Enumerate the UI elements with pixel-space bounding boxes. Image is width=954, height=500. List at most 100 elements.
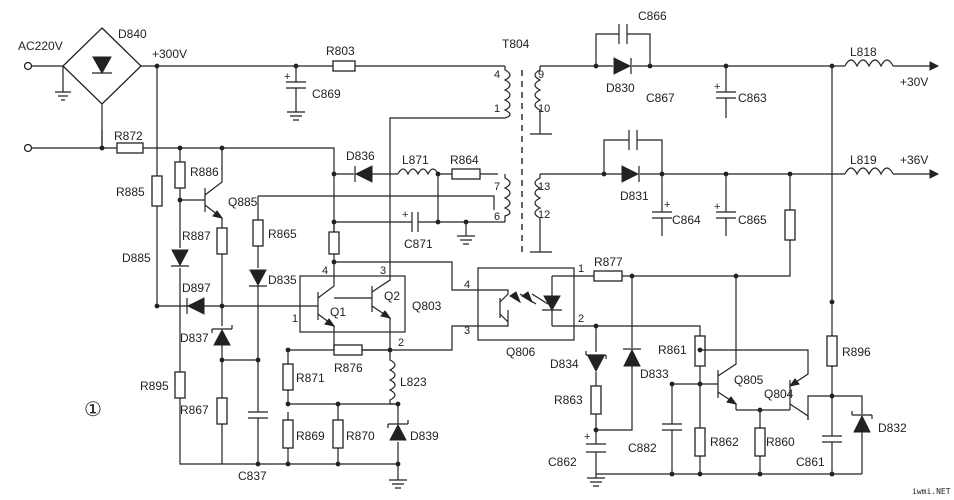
inductor-l823 <box>388 350 396 404</box>
diode-d831 <box>621 165 640 183</box>
zener-d832 <box>851 411 873 433</box>
label-r863: R863 <box>554 393 583 407</box>
watermark: iwmi.NET <box>912 487 951 496</box>
label-r872: R872 <box>114 129 143 143</box>
label-q806: Q806 <box>506 345 536 359</box>
capacitor-c871 <box>411 212 419 232</box>
label-q885: Q885 <box>228 195 258 209</box>
label-r861: R861 <box>658 343 687 357</box>
pin-t4: 4 <box>494 69 500 81</box>
label-c865: C865 <box>738 213 767 227</box>
label-r869: R869 <box>296 429 325 443</box>
label-c871: C871 <box>404 237 433 251</box>
capacitor-c866 <box>618 24 628 44</box>
pin-t7: 7 <box>494 181 500 193</box>
pin-o1: 1 <box>578 263 584 275</box>
label-r886: R886 <box>190 165 219 179</box>
diode-d830 <box>613 57 632 75</box>
capacitor-c865 <box>716 174 736 236</box>
label-c863: C863 <box>738 91 767 105</box>
zener-d839 <box>387 420 409 441</box>
label-q1: Q1 <box>330 305 346 319</box>
label-c867: C867 <box>646 91 675 105</box>
resistor-r863 <box>590 385 602 415</box>
plus-c862: + <box>584 431 590 443</box>
optocoupler-q806 <box>477 267 575 341</box>
label-r870: R870 <box>346 429 375 443</box>
capacitor-c837 <box>248 411 268 419</box>
pin-t10: 10 <box>538 103 550 115</box>
diode-d885 <box>171 249 189 267</box>
label-ac220v: AC220V <box>18 39 63 53</box>
transistor-pair-q803 <box>299 275 406 333</box>
pin-t1: 1 <box>494 103 500 115</box>
resistor-r860 <box>754 427 766 457</box>
label-r865: R865 <box>268 227 297 241</box>
diode-d835 <box>249 269 267 287</box>
label-q2: Q2 <box>384 289 400 303</box>
label-plus30v: +30V <box>900 75 928 89</box>
label-d840: D840 <box>118 27 147 41</box>
label-q803: Q803 <box>412 299 442 313</box>
label-r864: R864 <box>450 153 479 167</box>
label-d832: D832 <box>878 421 907 435</box>
label-d897: D897 <box>182 281 211 295</box>
resistor-r867 <box>216 397 228 425</box>
label-l819: L819 <box>850 153 877 167</box>
label-q805: Q805 <box>734 373 764 387</box>
label-c837: C837 <box>238 469 267 483</box>
inductor-l818 <box>844 59 894 68</box>
resistor-r803 <box>332 60 356 72</box>
capacitor-d831-parallel <box>628 130 638 150</box>
label-r867: R867 <box>180 403 209 417</box>
diode-d833 <box>623 348 641 367</box>
label-r877: R877 <box>594 255 623 269</box>
transistor-q885 <box>204 148 224 228</box>
label-c869: C869 <box>312 87 341 101</box>
inductor-l819 <box>844 167 894 176</box>
label-l818: L818 <box>850 45 877 59</box>
pin-t6: 6 <box>494 211 500 223</box>
label-r895: R895 <box>140 379 169 393</box>
capacitor-c862 <box>586 443 606 453</box>
pin-q3: 3 <box>380 265 386 277</box>
label-c864: C864 <box>672 213 701 227</box>
label-r887: R887 <box>182 229 211 243</box>
pin-q2: 2 <box>398 337 404 349</box>
label-plus300v: +300V <box>152 47 187 61</box>
label-l871: L871 <box>402 153 429 167</box>
plus-c871: + <box>402 209 408 221</box>
resistor-r872 <box>116 142 144 154</box>
pin-t13: 13 <box>538 181 550 193</box>
pin-o4: 4 <box>464 279 470 291</box>
bridge-rectifier-d840 <box>55 27 157 148</box>
label-d831: D831 <box>620 189 649 203</box>
capacitor-c882 <box>662 423 682 431</box>
resistor-r876 <box>333 344 363 356</box>
resistor-r885 <box>151 175 163 207</box>
resistor-r865 <box>252 219 264 247</box>
label-d835: D835 <box>268 273 297 287</box>
label-c862: C862 <box>548 455 577 469</box>
capacitor-c869 <box>286 66 306 121</box>
pin-t12: 12 <box>538 209 550 221</box>
label-d830: D830 <box>606 81 635 95</box>
diode-d836 <box>354 165 373 183</box>
label-plus36v: +36V <box>900 153 928 167</box>
label-r871: R871 <box>296 371 325 385</box>
label-d885: D885 <box>122 251 151 265</box>
label-c882: C882 <box>628 441 657 455</box>
label-l823: L823 <box>400 375 427 389</box>
label-r803: R803 <box>326 44 355 58</box>
label-d836: D836 <box>346 149 375 163</box>
capacitor-c861 <box>822 435 842 443</box>
inductor-l871 <box>397 168 439 176</box>
pin-t9: 9 <box>538 69 544 81</box>
label-c861: C861 <box>796 455 825 469</box>
pin-q1: 1 <box>292 313 298 325</box>
resistor-r887 <box>216 227 228 255</box>
resistor-r877-feed <box>784 209 796 241</box>
resistor-r869 <box>282 419 294 449</box>
resistor-r877 <box>593 270 623 282</box>
